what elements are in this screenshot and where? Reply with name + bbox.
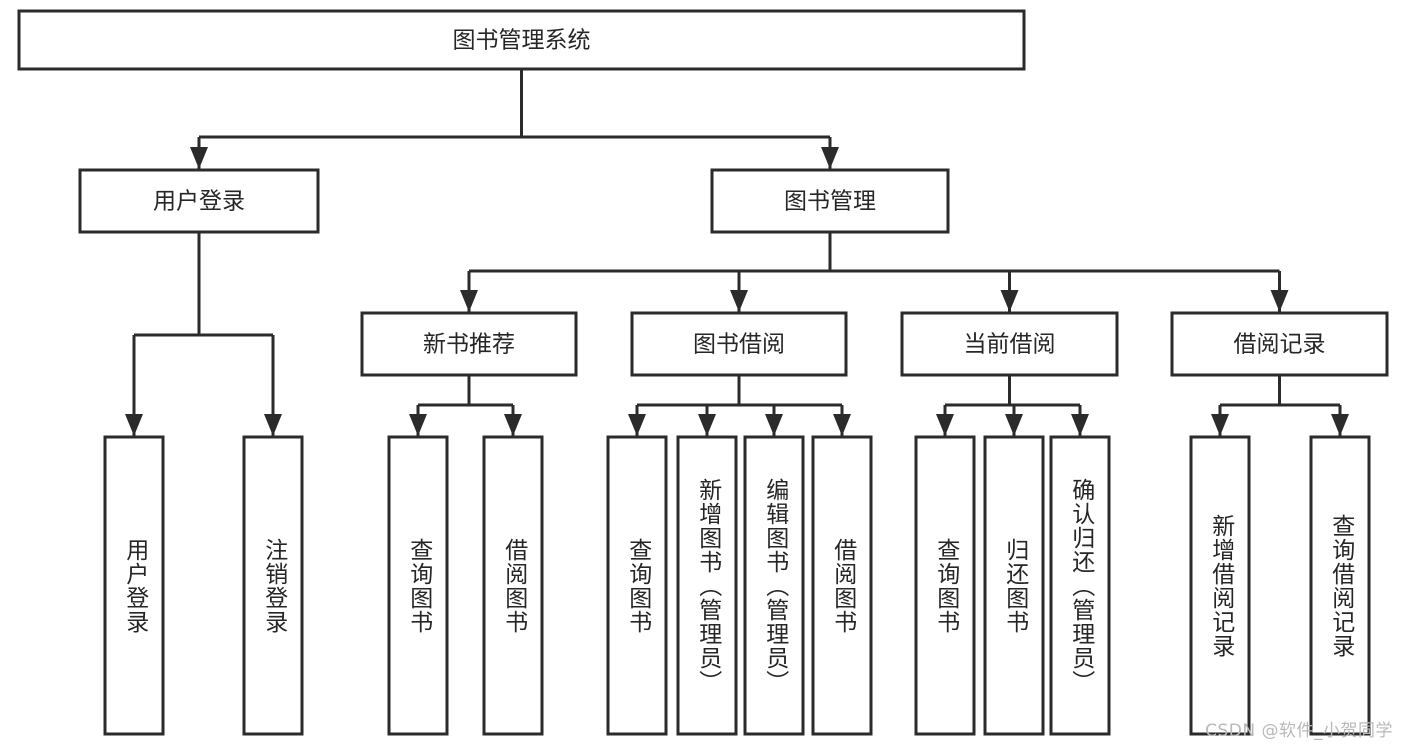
node-leaf-9-归还图书-box[interactable] (983, 435, 1045, 736)
node-leaf-2-查询图书-box[interactable] (387, 435, 449, 736)
node-leaf-10-确认归还管理员[interactable] (1049, 435, 1111, 736)
arrow-head-icon (730, 290, 748, 312)
node-l2-图书管理[interactable]: 图书管理 (710, 168, 950, 234)
node-leaf-3-借阅图书-label: 借阅图书 (500, 537, 527, 634)
node-leaf-3-借阅图书[interactable] (482, 435, 544, 736)
arrow-head-icon (628, 414, 646, 436)
arrow-head-icon (504, 414, 522, 436)
node-leaf-11-新增借阅记录[interactable] (1189, 435, 1251, 736)
arrow-head-icon (409, 414, 427, 436)
node-leaf-4-查询图书[interactable] (606, 435, 668, 736)
arrow-head-icon (698, 414, 716, 436)
node-leaf-1-注销登录-label: 注销登录 (260, 537, 287, 634)
node-l3-新书推荐[interactable]: 新书推荐 (360, 311, 578, 377)
node-leaf-12-查询借阅记录-label: 查询借阅记录 (1327, 513, 1354, 658)
node-l2-用户登录-label: 用户登录 (153, 189, 245, 215)
node-l3-当前借阅-label: 当前借阅 (964, 332, 1056, 358)
arrow-head-icon (190, 147, 208, 169)
node-leaf-6-编辑图书管理员-box[interactable] (743, 435, 805, 736)
node-l3-借阅记录-label: 借阅记录 (1234, 332, 1326, 358)
node-leaf-2-查询图书[interactable] (387, 435, 449, 736)
arrow-head-icon (765, 414, 783, 436)
node-l2-用户登录[interactable]: 用户登录 (78, 168, 320, 234)
node-leaf-12-查询借阅记录-box[interactable] (1309, 435, 1371, 736)
node-l3-图书借阅[interactable]: 图书借阅 (630, 311, 848, 377)
node-leaf-9-归还图书-label: 归还图书 (1001, 537, 1028, 634)
arrow-head-icon (125, 414, 143, 436)
node-leaf-5-新增图书管理员[interactable] (676, 435, 738, 736)
node-l3-新书推荐-label: 新书推荐 (423, 332, 515, 358)
node-leaf-6-编辑图书管理员[interactable] (743, 435, 805, 736)
node-leaf-0-用户登录-label: 用户登录 (121, 537, 148, 634)
node-l3-借阅记录-box[interactable] (1170, 311, 1389, 377)
node-leaf-1-注销登录-box[interactable] (242, 435, 304, 736)
arrow-head-icon (264, 414, 282, 436)
node-leaf-3-借阅图书-box[interactable] (482, 435, 544, 736)
node-leaf-11-新增借阅记录-label: 新增借阅记录 (1207, 513, 1234, 658)
node-l3-新书推荐-box[interactable] (360, 311, 578, 377)
arrow-head-icon (1005, 414, 1023, 436)
node-leaf-0-用户登录[interactable] (103, 435, 165, 736)
arrow-head-icon (1211, 414, 1229, 436)
node-leaf-7-借阅图书-label: 借阅图书 (829, 537, 856, 634)
node-l3-图书借阅-label: 图书借阅 (693, 332, 785, 358)
arrow-head-icon (833, 414, 851, 436)
node-leaf-0-用户登录-box[interactable] (103, 435, 165, 736)
node-leaf-9-归还图书[interactable] (983, 435, 1045, 736)
node-leaf-1-注销登录[interactable] (242, 435, 304, 736)
node-leaf-10-确认归还管理员-box[interactable] (1049, 435, 1111, 736)
node-l2-用户登录-box[interactable] (78, 168, 320, 234)
node-l2-图书管理-box[interactable] (710, 168, 950, 234)
node-leaf-10-确认归还管理员-label: 确认归还（管理员） (1067, 477, 1094, 694)
node-l3-当前借阅[interactable]: 当前借阅 (900, 311, 1119, 377)
node-leaf-8-查询图书[interactable] (914, 435, 976, 736)
node-leaf-12-查询借阅记录[interactable] (1309, 435, 1371, 736)
node-leaf-5-新增图书管理员-box[interactable] (676, 435, 738, 736)
node-图书管理系统-root[interactable]: 图书管理系统 (17, 9, 1026, 71)
node-leaf-4-查询图书-label: 查询图书 (624, 537, 651, 634)
arrow-head-icon (1000, 290, 1019, 312)
node-l3-借阅记录[interactable]: 借阅记录 (1170, 311, 1389, 377)
node-leaf-4-查询图书-box[interactable] (606, 435, 668, 736)
arrow-head-icon (1331, 414, 1349, 436)
arrow-head-icon (821, 147, 839, 169)
arrow-head-icon (936, 414, 954, 436)
arrow-head-icon (460, 290, 478, 312)
node-leaf-8-查询图书-box[interactable] (914, 435, 976, 736)
node-leaf-7-借阅图书[interactable] (811, 435, 873, 736)
node-l2-图书管理-label: 图书管理 (784, 189, 876, 215)
node-l3-图书借阅-box[interactable] (630, 311, 848, 377)
node-leaf-2-查询图书-label: 查询图书 (405, 537, 432, 634)
node-leaf-6-编辑图书管理员-label: 编辑图书（管理员） (761, 477, 788, 694)
node-leaf-7-借阅图书-box[interactable] (811, 435, 873, 736)
node-l3-当前借阅-box[interactable] (900, 311, 1119, 377)
arrow-head-icon (1270, 290, 1289, 312)
node-leaf-11-新增借阅记录-box[interactable] (1189, 435, 1251, 736)
node-图书管理系统-root-box[interactable] (17, 9, 1026, 71)
arrow-head-icon (1071, 414, 1089, 436)
node-leaf-5-新增图书管理员-label: 新增图书（管理员） (694, 477, 721, 694)
node-leaf-8-查询图书-label: 查询图书 (932, 537, 959, 634)
node-图书管理系统-root-label: 图书管理系统 (453, 28, 591, 54)
